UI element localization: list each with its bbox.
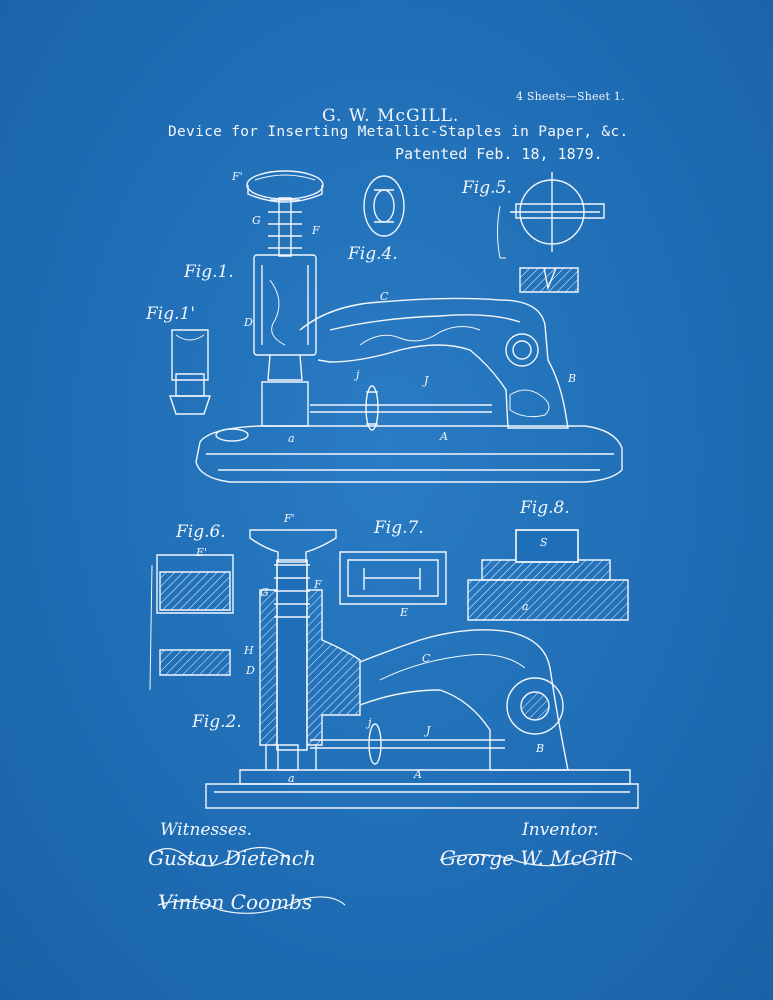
fig1-label: Fig.1.	[184, 262, 234, 282]
witness-signature-2: Vinton Coombs	[158, 890, 313, 914]
part-label-J-top: J	[424, 374, 429, 387]
part-label-G-top: G	[252, 214, 261, 227]
fig6-label: Fig.6.	[176, 522, 226, 542]
witnesses-label: Witnesses.	[160, 820, 253, 840]
part-label-G-bottom: G	[260, 586, 269, 599]
fig8-label: Fig.8.	[520, 498, 570, 518]
fig2-label: Fig.2.	[192, 712, 242, 732]
inventor-signature: George W. McGill	[440, 846, 618, 870]
part-label-J-bottom: J	[426, 724, 431, 737]
part-label-D-top: D	[244, 316, 253, 329]
fig4-label: Fig.4.	[348, 244, 398, 264]
patent-title: Device for Inserting Metallic-Staples in…	[168, 124, 629, 140]
part-label-S-fig8: S	[540, 536, 548, 549]
part-label-j-top: j	[356, 368, 360, 381]
part-label-E-fig7: E	[400, 606, 409, 619]
inventor-label: Inventor.	[522, 820, 600, 840]
fig2-machine	[206, 530, 638, 808]
part-label-F-prime-top: F'	[232, 170, 243, 183]
inventor-name-heading: G. W. McGILL.	[322, 106, 460, 126]
sheet-info: 4 Sheets—Sheet 1.	[516, 90, 625, 103]
part-label-a-top: a	[288, 432, 295, 445]
part-label-F-top: F	[312, 224, 320, 237]
part-label-A-bottom: A	[414, 768, 422, 781]
fig8-detail	[468, 530, 628, 620]
part-label-a-bottom: a	[288, 772, 295, 785]
part-label-F-bottom: F	[314, 578, 322, 591]
part-label-E-prime-fig6: E'	[196, 546, 208, 559]
fig7-detail	[340, 552, 446, 604]
fig1prime-detail	[170, 330, 210, 414]
part-label-B-top: B	[568, 372, 577, 385]
fig7-label: Fig.7.	[374, 518, 424, 538]
fig6-detail	[150, 555, 233, 690]
part-label-A-top: A	[440, 430, 448, 443]
part-label-C-top: C	[380, 290, 389, 303]
fig5-detail	[498, 172, 605, 292]
part-label-F-prime-bottom: F'	[284, 512, 295, 525]
signature-flourishes	[150, 848, 632, 914]
fig4-detail	[364, 176, 404, 236]
fig5-label: Fig.5.	[462, 178, 512, 198]
fig1prime-label: Fig.1'	[146, 304, 196, 324]
witness-signature-1: Gustav Dietench	[148, 846, 316, 870]
part-label-a-fig8: a	[522, 600, 529, 613]
patent-date: Patented Feb. 18, 1879.	[395, 145, 603, 163]
part-label-H-bottom: H	[244, 644, 254, 657]
part-label-B-bottom: B	[536, 742, 545, 755]
part-label-j-bottom: j	[368, 716, 372, 729]
part-label-D-bottom: D	[246, 664, 255, 677]
fig1-machine	[196, 171, 622, 482]
part-label-C-bottom: C	[422, 652, 431, 665]
